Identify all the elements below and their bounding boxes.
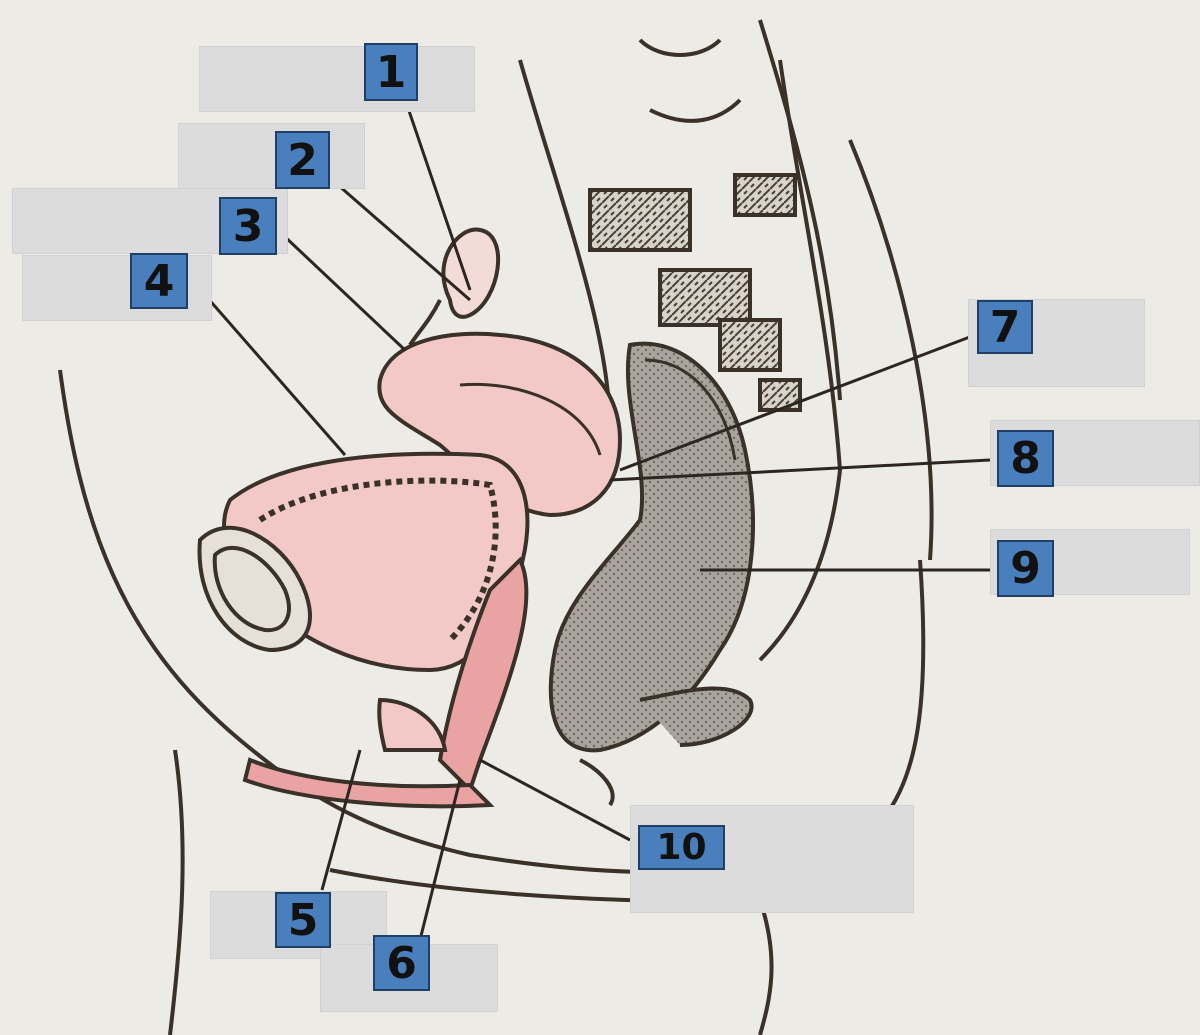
answer-box-2[interactable] — [178, 123, 365, 189]
body-outline — [58, 19, 934, 1035]
label-badge-7: 7 — [977, 300, 1033, 354]
answer-box-1[interactable] — [199, 46, 475, 112]
label-badge-9: 9 — [997, 540, 1054, 597]
label-badge-10: 10 — [638, 825, 725, 870]
label-badge-3: 3 — [219, 197, 277, 255]
label-badge-6: 6 — [373, 935, 430, 991]
sacrum-vertebrae — [518, 38, 843, 662]
label-badge-1: 1 — [364, 43, 418, 101]
leader-lines — [203, 104, 991, 941]
label-badge-4: 4 — [130, 253, 188, 309]
label-badge-5: 5 — [275, 892, 331, 948]
label-badge-2: 2 — [275, 131, 330, 189]
pubic-bone — [197, 525, 312, 653]
label-badge-8: 8 — [997, 430, 1054, 487]
vaginal-canal — [242, 556, 529, 809]
uterus — [377, 331, 623, 518]
rectum — [548, 341, 755, 807]
